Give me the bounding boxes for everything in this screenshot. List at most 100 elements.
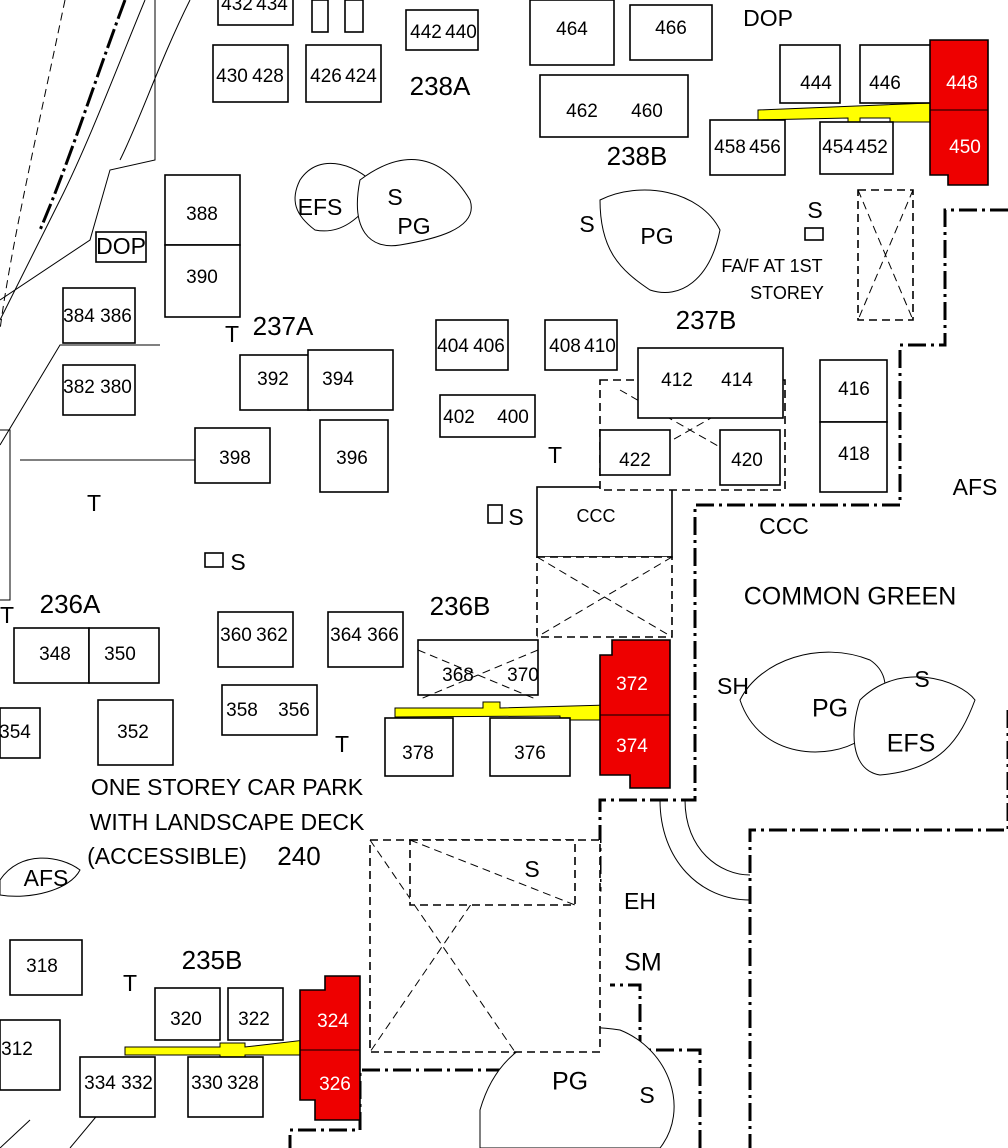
unit-386[interactable]: 386 <box>100 306 132 327</box>
unit-318[interactable]: 318 <box>26 956 58 977</box>
label-s: S <box>387 184 402 210</box>
unit-356[interactable]: 356 <box>278 700 310 721</box>
unit-434[interactable]: 434 <box>256 0 288 15</box>
label-fa-f-at-1st: FA/F AT 1ST <box>721 256 822 276</box>
label-t: T <box>123 970 137 996</box>
block-237B: 237B <box>676 305 737 335</box>
unit-350[interactable]: 350 <box>104 644 136 665</box>
unit-442[interactable]: 442 <box>410 22 442 43</box>
label-car-park-2: WITH LANDSCAPE DECK <box>90 809 365 835</box>
unit-392[interactable]: 392 <box>257 369 289 390</box>
label-s: S <box>524 856 539 882</box>
unit-382[interactable]: 382 <box>63 377 95 398</box>
unit-404[interactable]: 404 <box>437 336 469 357</box>
unit-394[interactable]: 394 <box>322 369 354 390</box>
label-pg: PG <box>812 695 848 723</box>
label-s: S <box>579 211 594 237</box>
unit-362[interactable]: 362 <box>256 625 288 646</box>
label-t: T <box>0 602 14 628</box>
unit-labels: 432 434 442 440 430 428 426 424 464 466 … <box>0 0 981 1095</box>
unit-420[interactable]: 420 <box>731 450 763 471</box>
unit-372-highlighted[interactable]: 372 <box>616 674 648 695</box>
label-s: S <box>508 504 523 530</box>
label-car-park-3: (ACCESSIBLE) <box>87 843 247 869</box>
block-238B: 238B <box>607 141 668 171</box>
unit-408[interactable]: 408 <box>549 336 581 357</box>
unit-412[interactable]: 412 <box>661 370 693 391</box>
unit-410[interactable]: 410 <box>584 336 616 357</box>
unit-416[interactable]: 416 <box>838 379 870 400</box>
block-labels: 238A 238B 237A 237B 236A 236B 235B 240 <box>40 71 737 975</box>
unit-426[interactable]: 426 <box>310 66 342 87</box>
unit-396[interactable]: 396 <box>336 448 368 469</box>
unit-366[interactable]: 366 <box>367 625 399 646</box>
unit-388[interactable]: 388 <box>186 204 218 225</box>
unit-324-highlighted[interactable]: 324 <box>317 1011 349 1032</box>
unit-466[interactable]: 466 <box>655 18 687 39</box>
unit-456[interactable]: 456 <box>749 137 781 158</box>
unit-378[interactable]: 378 <box>402 743 434 764</box>
unit-326-highlighted[interactable]: 326 <box>319 1074 351 1095</box>
unit-358[interactable]: 358 <box>226 700 258 721</box>
unit-380[interactable]: 380 <box>100 377 132 398</box>
unit-328[interactable]: 328 <box>227 1073 259 1094</box>
unit-360[interactable]: 360 <box>220 625 252 646</box>
unit-418[interactable]: 418 <box>838 444 870 465</box>
unit-448-highlighted[interactable]: 448 <box>946 73 978 94</box>
label-car-park-1: ONE STOREY CAR PARK <box>91 774 364 800</box>
unit-348[interactable]: 348 <box>39 644 71 665</box>
unit-364[interactable]: 364 <box>330 625 362 646</box>
unit-400[interactable]: 400 <box>497 407 529 428</box>
unit-446[interactable]: 446 <box>869 73 901 94</box>
unit-330[interactable]: 330 <box>191 1073 223 1094</box>
unit-462[interactable]: 462 <box>566 101 598 122</box>
unit-450-highlighted[interactable]: 450 <box>949 137 981 158</box>
block-236A: 236A <box>40 589 101 619</box>
unit-406[interactable]: 406 <box>473 336 505 357</box>
label-afs: AFS <box>953 474 998 500</box>
green-areas <box>0 159 976 1148</box>
unit-390[interactable]: 390 <box>186 267 218 288</box>
label-t: T <box>335 731 349 757</box>
unit-414[interactable]: 414 <box>721 370 753 391</box>
unit-458[interactable]: 458 <box>714 137 746 158</box>
unit-424[interactable]: 424 <box>345 66 377 87</box>
unit-376[interactable]: 376 <box>514 743 546 764</box>
label-efs: EFS <box>887 730 936 758</box>
buildings <box>0 0 989 1121</box>
unit-444[interactable]: 444 <box>800 73 832 94</box>
unit-430[interactable]: 430 <box>216 66 248 87</box>
label-s: S <box>914 666 929 692</box>
unit-320[interactable]: 320 <box>170 1009 202 1030</box>
unit-440[interactable]: 440 <box>445 22 477 43</box>
label-sh: SH <box>717 673 749 699</box>
unit-312[interactable]: 312 <box>1 1039 33 1060</box>
unit-332[interactable]: 332 <box>121 1073 153 1094</box>
unit-374-highlighted[interactable]: 374 <box>616 736 648 757</box>
unit-428[interactable]: 428 <box>252 66 284 87</box>
unit-370[interactable]: 370 <box>507 665 539 686</box>
unit-368[interactable]: 368 <box>442 665 474 686</box>
label-common-green: COMMON GREEN <box>744 583 957 611</box>
label-s: S <box>639 1082 654 1108</box>
label-ccc: CCC <box>577 506 616 526</box>
block-237A: 237A <box>253 311 314 341</box>
unit-352[interactable]: 352 <box>117 722 149 743</box>
label-afs: AFS <box>24 865 69 891</box>
unit-322[interactable]: 322 <box>238 1009 270 1030</box>
unit-384[interactable]: 384 <box>63 306 95 327</box>
unit-398[interactable]: 398 <box>219 448 251 469</box>
unit-334[interactable]: 334 <box>84 1073 116 1094</box>
unit-464[interactable]: 464 <box>556 19 588 40</box>
unit-454[interactable]: 454 <box>822 137 854 158</box>
label-pg: PG <box>552 1068 588 1096</box>
unit-422[interactable]: 422 <box>619 450 651 471</box>
unit-402[interactable]: 402 <box>443 407 475 428</box>
label-pg: PG <box>397 213 430 239</box>
unit-354[interactable]: 354 <box>0 722 31 743</box>
facility-labels: DOP DOP EFS S PG S PG S FA/F AT 1ST STOR… <box>0 5 997 1108</box>
unit-460[interactable]: 460 <box>631 101 663 122</box>
unit-452[interactable]: 452 <box>856 137 888 158</box>
label-eh: EH <box>624 888 656 914</box>
unit-432[interactable]: 432 <box>221 0 253 15</box>
